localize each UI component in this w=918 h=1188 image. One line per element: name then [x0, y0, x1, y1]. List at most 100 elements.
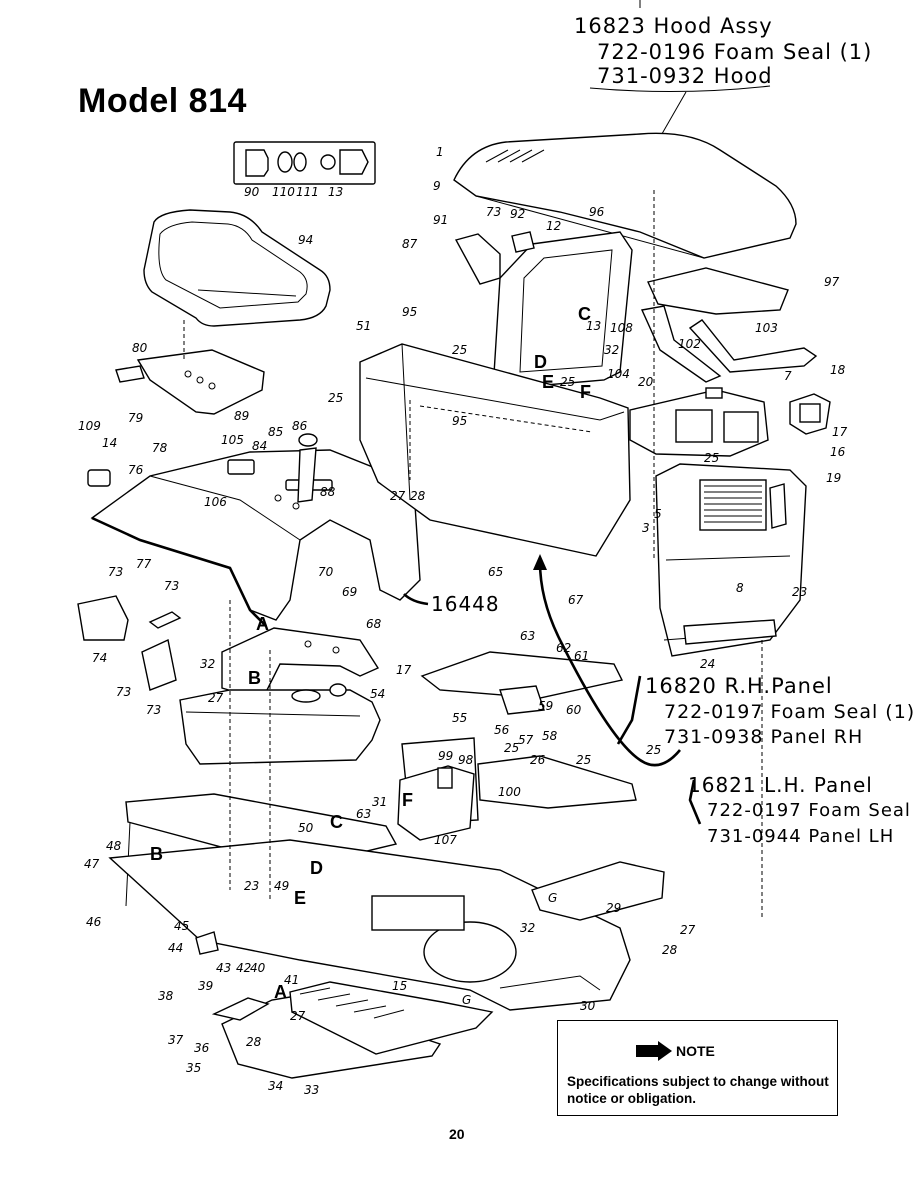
ref-letter-F: F	[402, 790, 413, 810]
callout-25: 25	[452, 343, 467, 357]
key-switch-inset	[233, 141, 376, 185]
callout-108: 108	[610, 321, 633, 335]
dash-bracket-plate	[397, 765, 475, 841]
reference-letters: A A B B C C D D E E F F	[150, 304, 591, 1002]
callout-61: 61	[574, 649, 589, 663]
callout-42: 42	[236, 961, 251, 975]
callout-44: 44	[168, 941, 183, 955]
callout-68: 68	[366, 617, 382, 631]
callout-23: 23	[792, 585, 807, 599]
throttle-control	[77, 595, 182, 691]
callout-57: 57	[518, 733, 534, 747]
callout-49: 49	[274, 879, 289, 893]
rh-panel-line2: 722-0197 Foam Seal (1)	[664, 701, 916, 723]
callout-67: 67	[568, 593, 584, 607]
callout-43: 43	[216, 961, 231, 975]
callout-106: 106	[204, 495, 227, 509]
note-heading: NOTE	[636, 1041, 715, 1061]
callout-48: 48	[106, 839, 122, 853]
callout-20: 20	[638, 375, 654, 389]
callout-31: 31	[372, 795, 387, 809]
callout-27: 27	[208, 691, 224, 705]
callout-38: 38	[158, 989, 174, 1003]
footrest	[221, 981, 494, 1079]
page-title: Model 814	[78, 82, 247, 120]
callout-41: 41	[284, 973, 299, 987]
callout-51: 51	[356, 319, 371, 333]
callout-27: 27	[290, 1009, 306, 1023]
side-channel	[531, 861, 665, 921]
callout-33: 33	[304, 1083, 319, 1097]
callout-96: 96	[589, 205, 605, 219]
callout-85: 85	[268, 425, 283, 439]
ref-letter-D: D	[310, 858, 323, 878]
seat-bracket	[115, 349, 265, 415]
rh-panel-line1: 16820 R.H.Panel	[645, 674, 833, 698]
dash-frame	[454, 231, 633, 389]
callout-109: 109	[78, 419, 101, 433]
callout-19: 19	[826, 471, 841, 485]
callout-35: 35	[186, 1061, 201, 1075]
callout-97: 97	[824, 275, 840, 289]
callout-88: 88	[320, 485, 336, 499]
lh-panel-line3: 731-0944 Panel LH	[707, 826, 895, 847]
callout-58: 58	[542, 729, 558, 743]
callout-18: 18	[830, 363, 846, 377]
ref-letter-A: A	[256, 614, 269, 634]
callout-32: 32	[200, 657, 215, 671]
ref-letter-F: F	[580, 382, 591, 402]
callout-100: 100	[498, 785, 521, 799]
note-box: NOTE Specifications subject to change wi…	[557, 1020, 838, 1116]
linkage-bracket	[195, 931, 219, 955]
ref-letter-B: B	[248, 668, 261, 688]
callout-28: 28	[246, 1035, 262, 1049]
callout-25: 25	[646, 743, 661, 757]
hood-assembly-line3: 731-0932 Hood	[597, 64, 773, 88]
callout-105: 105	[221, 433, 244, 447]
pivot-plate	[420, 651, 624, 715]
callout-G: G	[462, 993, 471, 1007]
callout-73: 73	[486, 205, 501, 219]
ref-letter-E: E	[542, 372, 554, 392]
callout-30: 30	[580, 999, 596, 1013]
callout-39: 39	[198, 979, 213, 993]
callout-28: 28	[410, 489, 426, 503]
callout-87: 87	[402, 237, 418, 251]
callout-17: 17	[396, 663, 412, 677]
callout-28: 28	[662, 943, 678, 957]
callout-46: 46	[86, 915, 102, 929]
leader-bracket-lh	[688, 779, 702, 825]
callout-107: 107	[434, 833, 457, 847]
callout-92: 92	[510, 207, 525, 221]
callout-25: 25	[504, 741, 519, 755]
grille-nose	[655, 463, 807, 657]
callout-40: 40	[250, 961, 266, 975]
callout-60: 60	[566, 703, 582, 717]
callout-labels: 1 9 91 73 92 12 96 87 97 103 102 108 13 …	[78, 145, 848, 1097]
callout-84: 84	[252, 439, 267, 453]
callout-25: 25	[576, 753, 591, 767]
steering-bracket	[477, 755, 637, 809]
callout-G: G	[548, 891, 557, 905]
hood-mount-bracket	[640, 267, 818, 383]
right-arrow-icon	[636, 1041, 672, 1061]
hood-assembly-line1: 16823 Hood Assy	[574, 14, 773, 38]
callout-25: 25	[328, 391, 343, 405]
light-housing	[629, 387, 769, 457]
ref-letter-B: B	[150, 844, 163, 864]
callout-24: 24	[700, 657, 715, 671]
callout-77: 77	[136, 557, 152, 571]
tank-bracket	[221, 627, 380, 701]
callout-69: 69	[342, 585, 357, 599]
callout-73: 73	[108, 565, 123, 579]
reflector	[87, 469, 111, 487]
leader-bracket-rh	[616, 675, 642, 745]
hood-underline	[589, 85, 771, 93]
callout-3: 3	[642, 521, 650, 535]
ref-letter-C: C	[330, 812, 343, 832]
note-heading-label: NOTE	[676, 1043, 715, 1059]
fender	[90, 433, 421, 627]
callout-56: 56	[494, 723, 510, 737]
callout-80: 80	[132, 341, 148, 355]
callout-25: 25	[560, 375, 575, 389]
